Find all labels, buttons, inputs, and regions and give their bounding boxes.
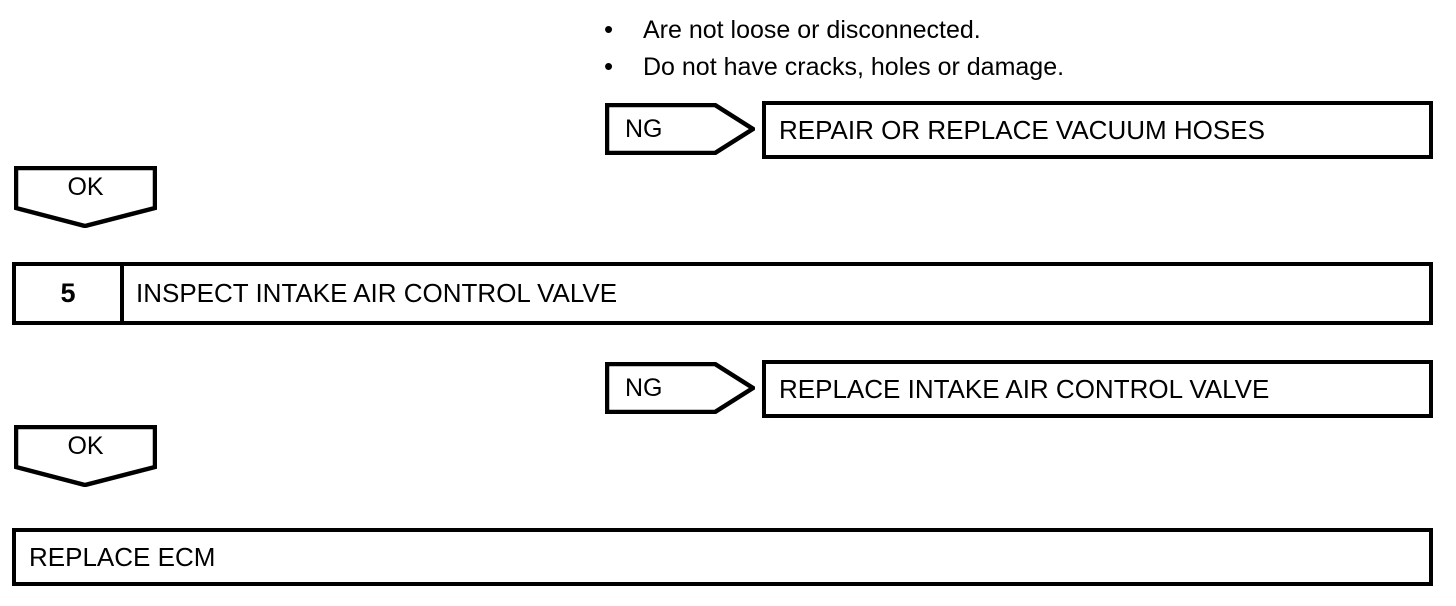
condition-text: Do not have cracks, holes or damage. [643, 53, 1065, 81]
arrow-down-icon [14, 166, 157, 228]
condition-text: Are not loose or disconnected. [643, 16, 981, 44]
ng-arrow-2: NG [605, 362, 755, 414]
arrow-down-icon [14, 425, 157, 487]
action-box-replace-intake-air-control-valve[interactable]: REPLACE INTAKE AIR CONTROL VALVE [762, 360, 1433, 418]
action-label: REPAIR OR REPLACE VACUUM HOSES [779, 114, 1265, 145]
condition-list: • Are not loose or disconnected. • Do no… [600, 12, 1300, 86]
list-item: • Are not loose or disconnected. [600, 12, 1300, 49]
bullet-point-icon: • [604, 51, 614, 81]
ng-label-1: NG [625, 115, 663, 143]
arrow-right-icon [605, 103, 755, 155]
ok-connector-1: OK [14, 166, 157, 228]
ng-arrow-1: NG [605, 103, 755, 155]
ok-label-1: OK [67, 173, 104, 201]
action-box-repair-vacuum-hoses[interactable]: REPAIR OR REPLACE VACUUM HOSES [762, 101, 1433, 159]
step-title: INSPECT INTAKE AIR CONTROL VALVE [136, 278, 618, 308]
step-row-5[interactable]: 5 INSPECT INTAKE AIR CONTROL VALVE [12, 262, 1433, 325]
ok-connector-2: OK [14, 425, 157, 487]
ng-label-2: NG [625, 374, 663, 402]
list-item: • Do not have cracks, holes or damage. [600, 49, 1300, 86]
action-label: REPLACE ECM [29, 541, 216, 572]
action-box-replace-ecm[interactable]: REPLACE ECM [12, 528, 1433, 586]
arrow-right-icon [605, 362, 755, 414]
step-number: 5 [16, 266, 124, 321]
bullet-point-icon: • [604, 14, 614, 44]
action-label: REPLACE INTAKE AIR CONTROL VALVE [779, 373, 1270, 404]
ok-label-2: OK [67, 432, 104, 460]
